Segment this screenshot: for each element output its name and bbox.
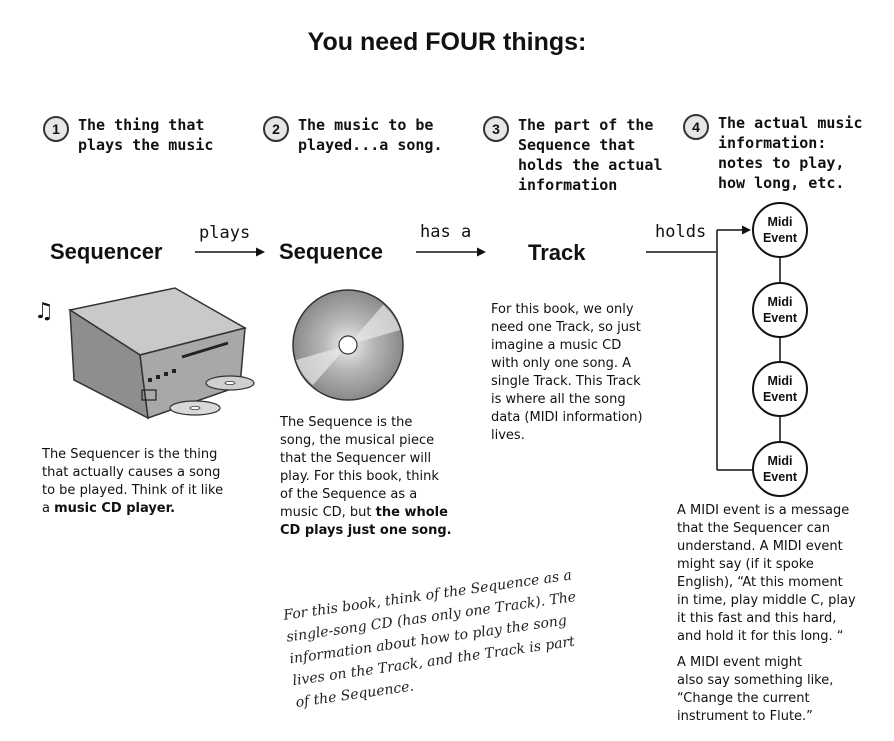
sequencer-description: The Sequencer is the thing that actually… <box>42 446 223 518</box>
midi-event-description: A MIDI event is a message that the Seque… <box>677 503 856 644</box>
has-a-label: has a <box>420 222 472 242</box>
track-description: For this book, we only need one Track, s… <box>491 302 643 443</box>
midi-event-node: Midi Event <box>752 282 808 338</box>
plays-label: plays <box>199 223 251 243</box>
step-4-text: The actual music information: notes to p… <box>718 114 863 192</box>
music-note-icon: ♫ <box>34 299 54 324</box>
step-4-number: 4 <box>683 114 709 140</box>
step-3-text: The part of the Sequence that holds the … <box>518 116 663 194</box>
has-a-arrow-head <box>477 247 486 257</box>
holds-label: holds <box>655 222 707 242</box>
sequencer-description-text: The Sequencer is the thing that actually… <box>42 447 224 516</box>
step-2-text: The music to be played...a song. <box>298 116 443 154</box>
step-1-text: The thing that plays the music <box>78 116 214 154</box>
midi-event-description-2: A MIDI event might also say something li… <box>677 655 834 724</box>
midi-event-node: Midi Event <box>752 361 808 417</box>
cd-disc-illustration <box>292 289 404 401</box>
cd-player-illustration: ♫ <box>34 287 255 420</box>
step-3-number: 3 <box>483 116 509 142</box>
sequence-description-text: The Sequence is the song, the musical pi… <box>280 415 439 520</box>
track-label: Track <box>528 240 586 265</box>
sequencer-description-emphasis: music CD player. <box>54 501 176 516</box>
sequence-description: The Sequence is the song, the musical pi… <box>280 414 452 540</box>
svg-text:♫: ♫ <box>34 299 54 324</box>
sequence-description-emphasis: the whole CD plays just one song. <box>280 505 452 538</box>
page-title: You need FOUR things: <box>307 28 587 56</box>
midi-event-node: Midi Event <box>752 202 808 258</box>
step-1-number: 1 <box>43 116 69 142</box>
midi-bracket-top-arrowhead <box>742 225 751 235</box>
sequence-label: Sequence <box>279 239 383 264</box>
midi-event-node: Midi Event <box>752 441 808 497</box>
plays-arrow-head <box>256 247 265 257</box>
step-2-number: 2 <box>263 116 289 142</box>
sequencer-label: Sequencer <box>50 239 163 264</box>
